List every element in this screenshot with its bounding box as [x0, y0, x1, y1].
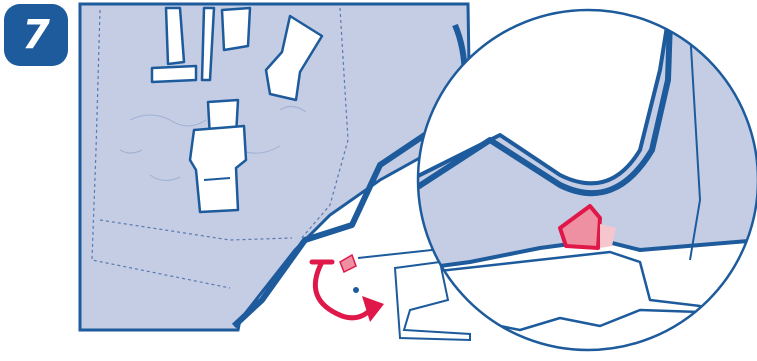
rotate-arrow-head	[362, 296, 384, 322]
step-number: 7	[22, 15, 50, 55]
chest-clip	[222, 8, 250, 50]
buckle-tongue-left	[152, 66, 196, 82]
step-badge: 7	[4, 4, 68, 66]
release-tab-small	[340, 255, 356, 272]
pivot-dot	[353, 287, 359, 293]
shoulder-strap-left	[166, 8, 184, 64]
callout-leader	[358, 250, 432, 258]
